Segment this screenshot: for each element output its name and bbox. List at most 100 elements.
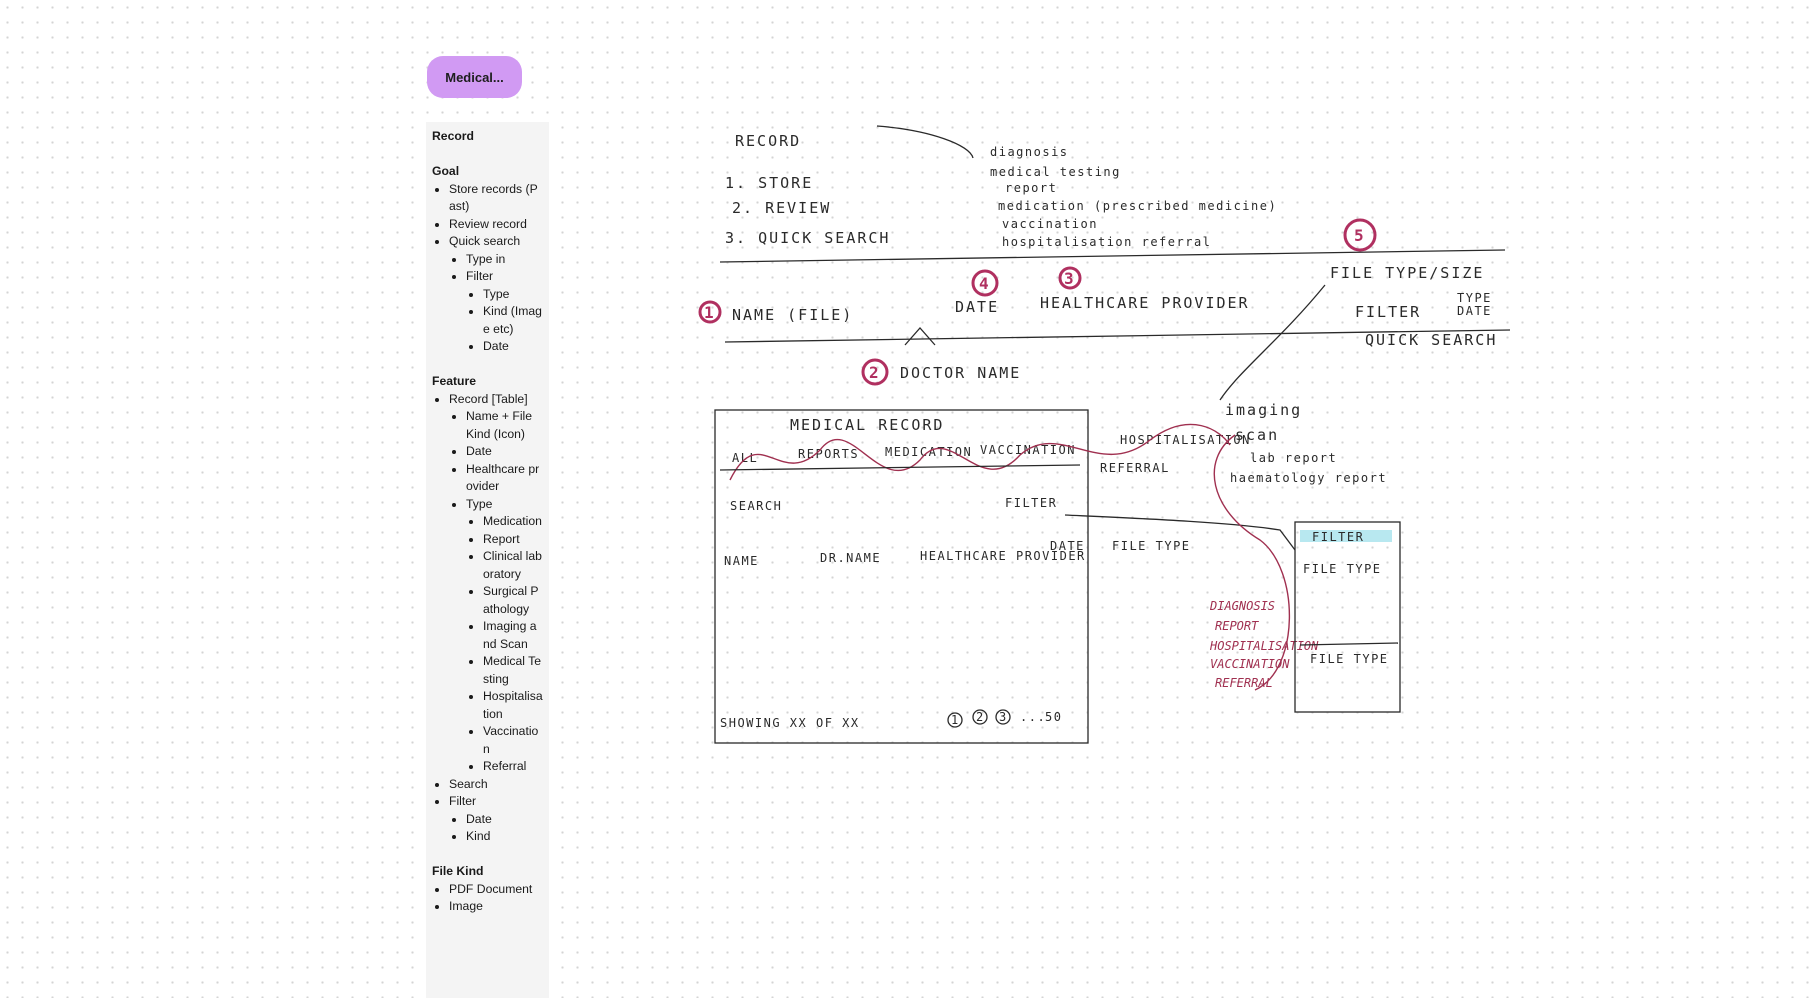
notes-item-text: Record [Table] — [449, 391, 528, 406]
notes-item-text: Medication — [483, 514, 542, 528]
sketch-page: ... — [1020, 710, 1046, 724]
sketch-type: hospitalisation referral — [1002, 235, 1211, 249]
sketch-file-type-option: VACCINATION — [1210, 657, 1290, 671]
sketch-page: 1 — [951, 713, 960, 727]
notes-list-item: Surgical Pathology — [483, 583, 543, 618]
sketch-table-header: HEALTHCARE PROVIDER — [920, 549, 1086, 563]
sketch-table-header: DR.NAME — [820, 551, 881, 565]
sketch-marker-label: 2 — [869, 363, 879, 382]
sketch-lab-report: lab report — [1250, 451, 1337, 465]
sketch-marker — [861, 358, 889, 386]
sketch-table-header: DATE — [1050, 539, 1085, 553]
notes-list-item: Search — [449, 776, 543, 794]
sketch-page: 50 — [1045, 710, 1062, 724]
sketch-type: medical testing — [990, 165, 1121, 179]
sketch-tab: REFERRAL — [1100, 461, 1170, 475]
notes-list-item: Image — [449, 898, 543, 916]
sketch-marker — [698, 300, 722, 324]
notes-list: TypeKind (Image etc)Date — [466, 286, 543, 356]
notes-list-item: Record [Table] Name + File Kind (Icon) Dat… — [449, 391, 543, 776]
sketch-type: report — [1005, 181, 1057, 195]
notes-item-text: Type — [483, 286, 510, 301]
sketch-file-type-option: REPORT — [1215, 619, 1259, 633]
notes-item-text: Referral — [483, 759, 527, 773]
sketch-type: diagnosis — [990, 145, 1069, 159]
sketch-filter-btn: FILTER — [1005, 496, 1057, 510]
sketch-filter-panel-highlight — [1300, 530, 1392, 542]
notes-list: PDF DocumentImage — [432, 881, 543, 916]
notes-list-item: PDF Document — [449, 881, 543, 899]
notes-list-item: Clinical laboratory — [483, 548, 543, 583]
sketch-imaging: imaging — [1225, 401, 1302, 419]
sketch-marker-label: 1 — [704, 303, 714, 322]
notes-list-item: Name + File Kind (Icon) — [466, 408, 543, 443]
notes-item-text: Imaging and Scan — [483, 619, 537, 651]
sketch-marker — [1058, 266, 1082, 290]
sketch-showing: SHOWING XX OF XX — [720, 716, 860, 730]
sketch-goal: 2. REVIEW — [732, 199, 831, 217]
notes-item-text: Type in — [466, 251, 506, 266]
notes-item-text: Clinical laboratory — [483, 549, 542, 581]
sketch-page: 3 — [999, 710, 1008, 724]
sketch-divider — [724, 329, 1511, 343]
notes-item-text: Quick search — [449, 234, 521, 248]
sketch-type: medication (prescribed medicine) — [998, 199, 1277, 213]
notes-list-item: Referral — [483, 758, 543, 776]
sketch-filter-type: TYPE — [1457, 291, 1492, 305]
sketch-marker-label: 4 — [979, 274, 989, 293]
notes-item-text: Image — [449, 899, 483, 913]
notes-list: Store records (Past) Review recordQuick s… — [432, 181, 543, 356]
sketch-arrow-line — [876, 125, 974, 159]
notes-item-text: Kind — [466, 829, 491, 843]
notes-item-text: Healthcare provider — [466, 461, 540, 494]
notes-section: Record — [432, 128, 543, 146]
notes-item-text: Vaccination — [483, 724, 539, 756]
sticky-note-chip[interactable]: Medical... — [427, 56, 522, 98]
sketch-marker — [1343, 218, 1377, 252]
notes-list-item: Imaging and Scan — [483, 618, 543, 653]
notes-item-text: Kind (Image etc) — [483, 304, 542, 336]
notes-list-item: Report — [483, 531, 543, 549]
notes-item-text: Store records (Past) — [449, 181, 538, 214]
sketch-caret — [904, 327, 936, 346]
notes-item-text: Name + File Kind (Icon) — [466, 409, 533, 441]
sketch-filter-panel-title: FILTER — [1312, 530, 1364, 544]
sketch-tab: REPORTS — [798, 447, 859, 461]
notes-list: DateKind — [449, 811, 543, 846]
sketch-tab-underline — [719, 464, 1081, 471]
sketch-file-type-option: REFERRAL — [1215, 676, 1273, 690]
notes-heading: Record — [432, 129, 474, 143]
notes-list: MedicationReportClinical laboratorySurgi… — [466, 513, 543, 776]
sketch-page: 2 — [976, 710, 985, 724]
sketch-divider — [1299, 642, 1399, 646]
notes-heading: File Kind — [432, 864, 484, 878]
notes-list-item: Date — [466, 811, 543, 829]
sketch-file-type-option: HOSPITALISATION — [1209, 639, 1319, 653]
sketch-column: NAME (FILE) — [732, 306, 853, 324]
sketch-page-dot — [995, 709, 1011, 725]
notes-heading: Feature — [432, 374, 477, 388]
notes-item-text: Review record — [449, 216, 527, 231]
notes-item-text: Filter — [466, 269, 494, 283]
sketch-mock-title: MEDICAL RECORD — [790, 416, 944, 434]
notes-list-item: Type — [483, 286, 543, 304]
notes-item-text: Date — [466, 811, 492, 826]
notes-list-item: FilterDateKind — [449, 793, 543, 846]
notes-list-item: Store records (Past) — [449, 181, 543, 216]
notes-list-item: Vaccination — [483, 723, 543, 758]
sketch-doctor-name: DOCTOR NAME — [900, 364, 1021, 382]
sketch-column: DATE — [955, 298, 999, 316]
notes-panel[interactable]: RecordGoalStore records (Past)Review rec… — [426, 122, 549, 998]
notes-list-item: Hospitalisation — [483, 688, 543, 723]
sketch-haematology: haematology report — [1230, 471, 1387, 485]
sketch-column: HEALTHCARE PROVIDER — [1040, 294, 1250, 312]
sketch-filter-date: DATE — [1457, 304, 1492, 318]
notes-section: FeatureRecord [Table] Name + File Kind (I… — [432, 373, 543, 846]
notes-list-item: Review record — [449, 216, 543, 234]
notes-item-text: PDF Document — [449, 881, 533, 896]
sketch-filter-label: FILTER — [1355, 303, 1421, 321]
sketch-tab: HOSPITALISATION — [1120, 433, 1251, 447]
notes-item-text: Date — [466, 444, 492, 458]
sketch-column: FILE TYPE/SIZE — [1330, 264, 1484, 282]
